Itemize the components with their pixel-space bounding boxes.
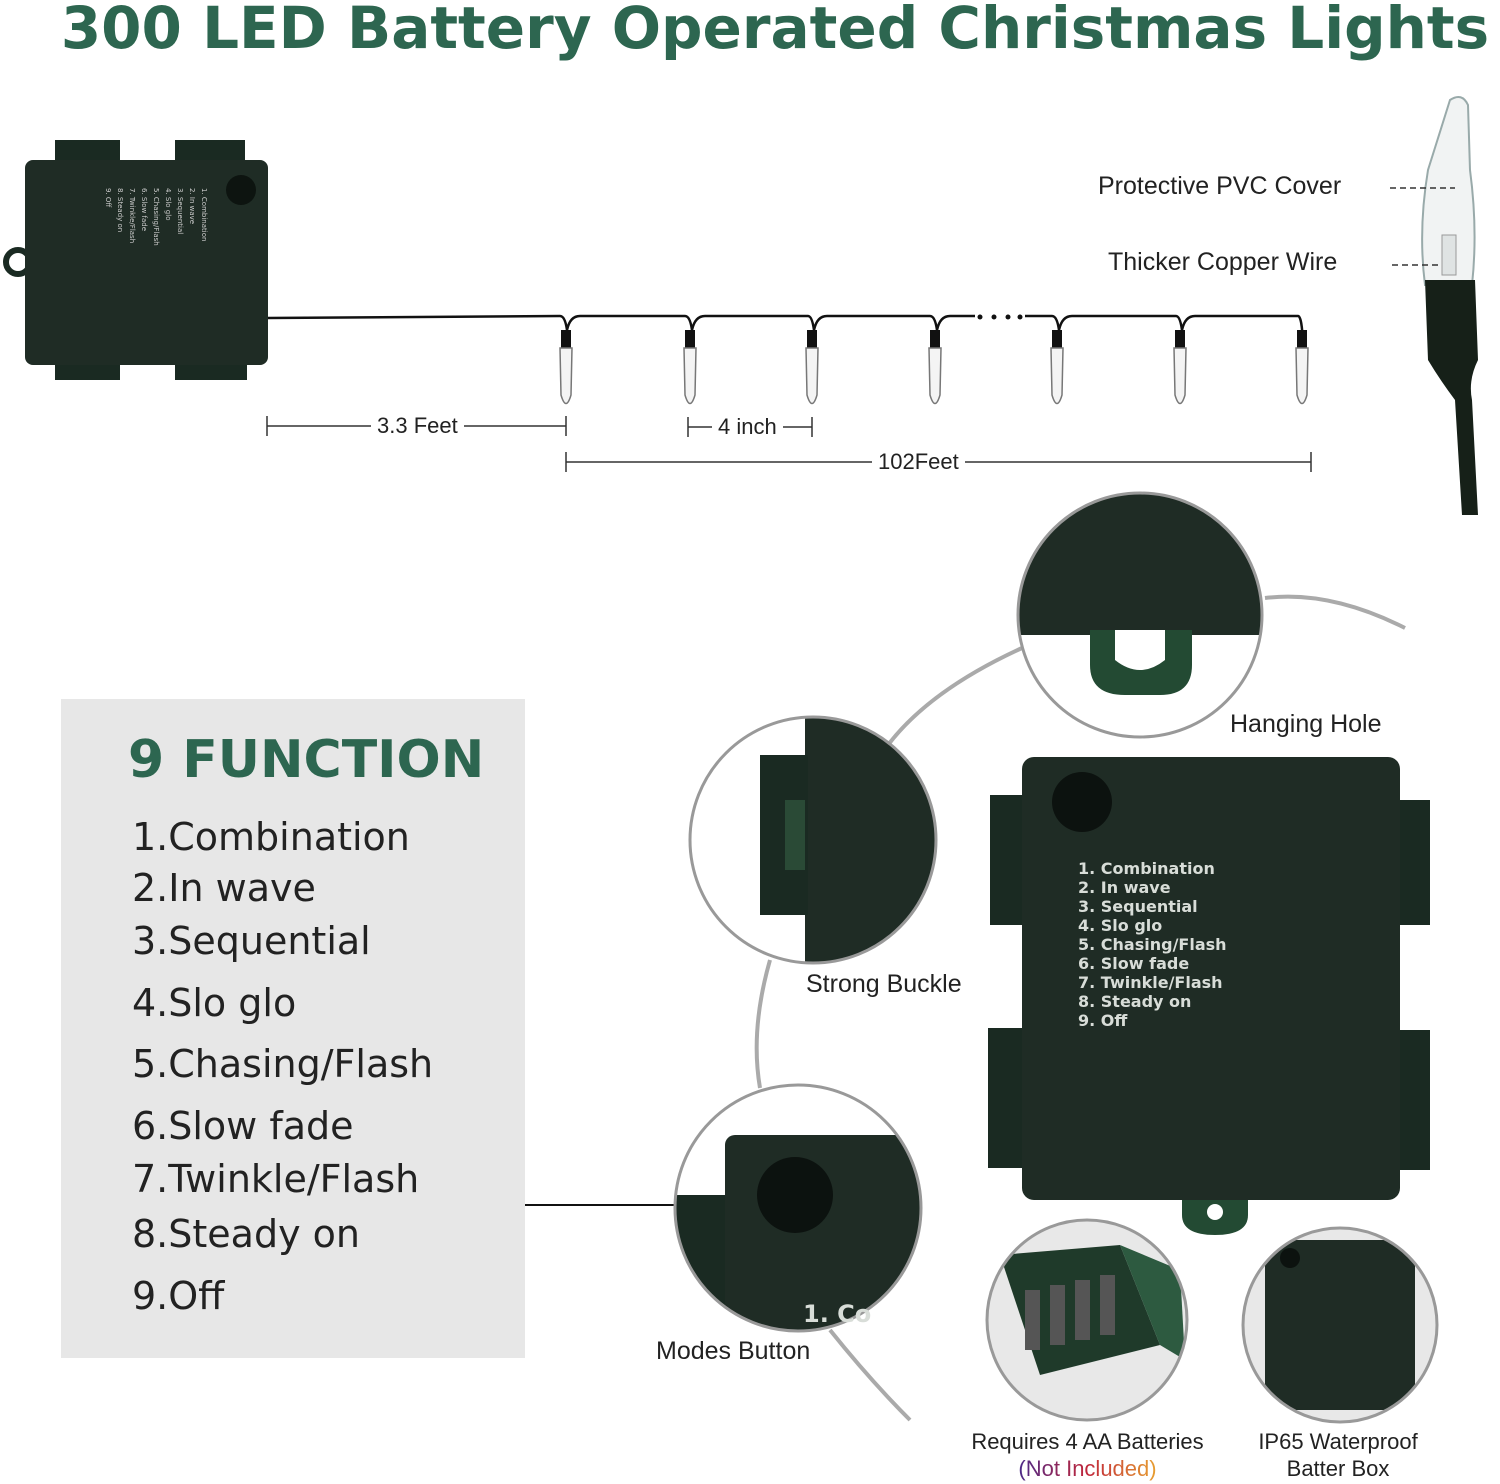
led-bulb — [1050, 330, 1064, 405]
box-mode: 9. Off — [1078, 1011, 1128, 1030]
function-heading: 9 FUNCTION — [128, 730, 485, 790]
function-item: 7.Twinkle/Flash — [132, 1157, 420, 1201]
total-length-label: 102Feet — [872, 449, 965, 475]
top-box-mode: 5. Chasing/Flash — [152, 188, 160, 246]
function-item: 6.Slow fade — [132, 1104, 354, 1148]
box-mode: 8. Steady on — [1078, 992, 1192, 1011]
not-included-label: (Not Included) — [1018, 1456, 1157, 1481]
top-box-mode-list: 1. Combination 2. In wave 3. Sequential … — [104, 188, 268, 296]
modes-button-closeup — [675, 1135, 921, 1331]
led-bulb — [805, 330, 819, 405]
function-item: 3.Sequential — [132, 919, 371, 963]
copper-wire-label: Thicker Copper Wire — [1108, 248, 1338, 276]
led-bulb — [559, 330, 573, 405]
box-mode: 3. Sequential — [1078, 897, 1198, 916]
battery-box-front — [988, 757, 1430, 1235]
hanging-hole-label: Hanging Hole — [1230, 710, 1382, 738]
waterproof-box-closeup — [1243, 1228, 1437, 1422]
bulb-closeup — [1421, 95, 1478, 515]
top-box-mode: 2. In wave — [188, 188, 196, 225]
top-box-mode: 1. Combination — [200, 188, 208, 242]
box-mode-partial: 1. Co — [803, 1300, 872, 1328]
battery-box-top — [3, 140, 268, 380]
box-mode: 7. Twinkle/Flash — [1078, 973, 1223, 992]
battery-compartment-closeup — [987, 1220, 1187, 1420]
top-box-mode: 6. Slow fade — [140, 188, 148, 232]
top-box-mode: 3. Sequential — [176, 188, 184, 235]
led-bulb — [1295, 330, 1309, 405]
function-item: 8.Steady on — [132, 1212, 360, 1256]
waterproof-caption: IP65 Waterproof Batter Box — [1240, 1428, 1436, 1482]
function-panel — [61, 699, 525, 1358]
led-bulb — [928, 330, 942, 405]
function-item: 1.Combination — [132, 815, 410, 859]
modes-button-label: Modes Button — [656, 1337, 811, 1365]
led-bulb — [1173, 330, 1187, 405]
page-title: 300 LED Battery Operated Christmas Light… — [60, 0, 1490, 62]
batteries-label: Requires 4 AA Batteries — [971, 1429, 1204, 1454]
top-box-mode: 9. Off — [104, 188, 112, 208]
batteries-caption: Requires 4 AA Batteries (Not Included) — [940, 1428, 1235, 1482]
buckle-closeup — [760, 717, 936, 963]
box-mode: 6. Slow fade — [1078, 954, 1190, 973]
strong-buckle-label: Strong Buckle — [806, 970, 962, 998]
top-box-mode: 8. Steady on — [116, 188, 124, 233]
box-mode: 1. Combination — [1078, 859, 1215, 878]
pvc-cover-label: Protective PVC Cover — [1098, 172, 1342, 200]
function-item: 9.Off — [132, 1274, 225, 1318]
waterproof-label-line1: IP65 Waterproof — [1258, 1429, 1418, 1454]
waterproof-label-line2: Batter Box — [1286, 1456, 1390, 1481]
hanging-hole-closeup — [1018, 493, 1262, 695]
box-mode: 2. In wave — [1078, 878, 1171, 897]
top-box-mode: 7. Twinkle/Flash — [128, 188, 136, 244]
lead-length-label: 3.3 Feet — [371, 413, 464, 439]
top-box-mode: 4. Slo glo — [164, 188, 172, 221]
box-mode: 5. Chasing/Flash — [1078, 935, 1227, 954]
bulb-spacing-label: 4 inch — [712, 414, 783, 440]
function-item: 2.In wave — [132, 866, 316, 910]
box-mode: 4. Slo glo — [1078, 916, 1163, 935]
function-item: 4.Slo glo — [132, 981, 297, 1025]
led-bulbs — [559, 330, 1309, 405]
ellipsis-dots — [977, 314, 1023, 320]
led-bulb — [683, 330, 697, 405]
function-item: 5.Chasing/Flash — [132, 1042, 434, 1086]
box-mode-list: 1. Combination 2. In wave 3. Sequential … — [1078, 859, 1227, 1030]
